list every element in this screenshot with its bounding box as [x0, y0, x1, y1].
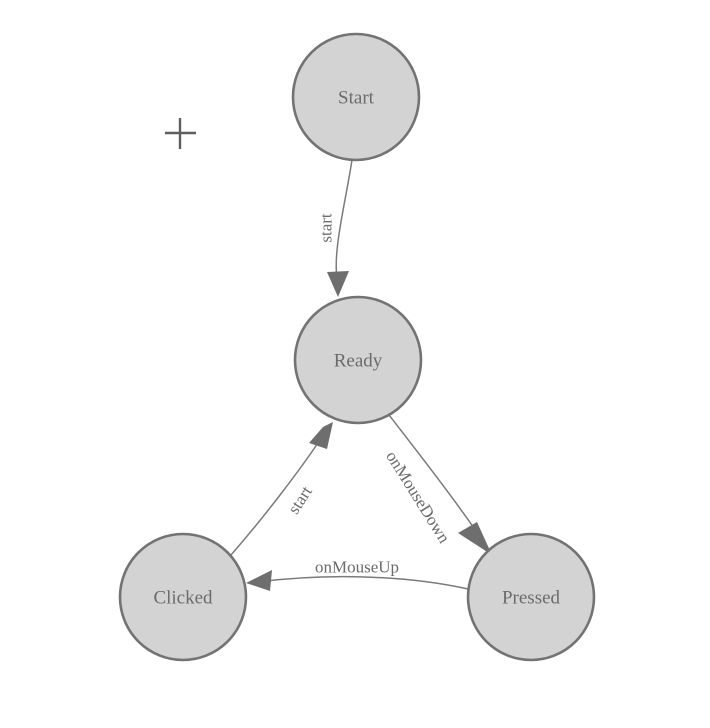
node-clicked[interactable]: Clicked — [118, 532, 248, 662]
arrowhead-into-pressed-from-ready — [458, 522, 492, 555]
arrowhead-into-ready-from-start — [327, 271, 349, 297]
node-pressed-label: Pressed — [502, 588, 561, 609]
edge-label-pressed-to-clicked: onMouseUp — [315, 558, 399, 577]
node-start-label: Start — [338, 88, 375, 109]
arrowhead-into-clicked-from-pressed — [246, 570, 272, 591]
edge-ready-to-pressed[interactable]: onMouseDown — [382, 414, 492, 555]
edge-label-clicked-to-ready: start — [284, 482, 316, 517]
edge-path-pressed-to-clicked — [257, 575, 469, 590]
node-pressed[interactable]: Pressed — [466, 532, 596, 662]
node-start-circle[interactable] — [291, 32, 421, 162]
edge-path-start-to-ready — [335, 159, 353, 279]
node-ready[interactable]: Ready — [293, 295, 423, 425]
node-clicked-label: Clicked — [153, 588, 213, 609]
crosshair-icon — [165, 118, 196, 149]
edge-path-clicked-to-ready — [230, 436, 323, 556]
edge-start-to-ready[interactable]: start — [317, 159, 353, 297]
edge-pressed-to-clicked[interactable]: onMouseUp — [246, 558, 469, 592]
arrowhead-into-ready-from-clicked — [309, 422, 333, 449]
node-ready-label: Ready — [334, 351, 383, 372]
node-pressed-circle[interactable] — [466, 532, 596, 662]
node-start[interactable]: Start — [291, 32, 421, 162]
edge-label-start-to-ready: start — [317, 213, 336, 243]
node-ready-circle[interactable] — [293, 295, 423, 425]
edge-label-ready-to-pressed: onMouseDown — [382, 448, 454, 547]
edge-clicked-to-ready[interactable]: start — [230, 422, 333, 556]
node-clicked-circle[interactable] — [118, 532, 248, 662]
